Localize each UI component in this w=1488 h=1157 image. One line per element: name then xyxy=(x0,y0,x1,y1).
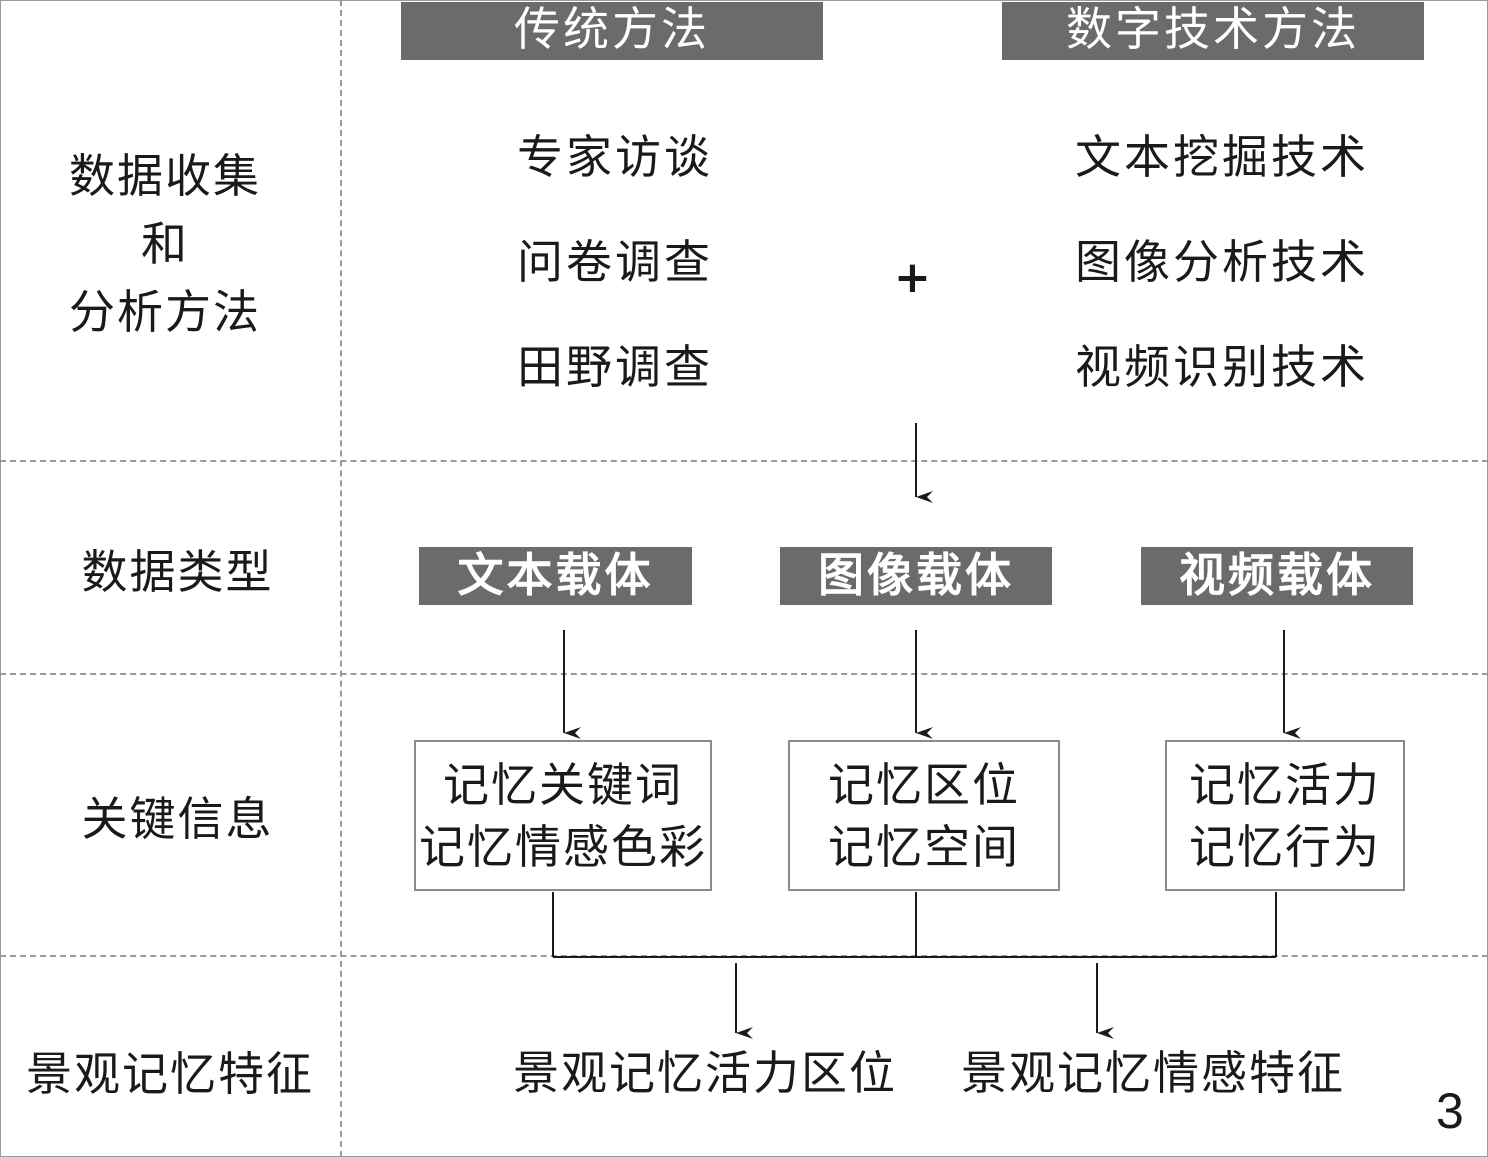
header-traditional-methods: 传统方法 xyxy=(401,2,823,60)
key-info-image-line-2: 记忆空间 xyxy=(828,820,1020,874)
row-divider-1 xyxy=(0,460,1488,462)
method-questionnaire: 问卷调查 xyxy=(517,235,713,289)
method-expert-interview: 专家访谈 xyxy=(517,130,713,184)
plus-icon: + xyxy=(894,252,931,303)
row-label-methods: 数据收集 和 分析方法 xyxy=(40,142,290,346)
key-info-video: 记忆活力 记忆行为 xyxy=(1165,740,1405,891)
key-info-image-line-1: 记忆区位 xyxy=(828,758,1020,812)
key-info-text: 记忆关键词 记忆情感色彩 xyxy=(414,740,712,891)
row-label-data-types: 数据类型 xyxy=(81,545,274,599)
row-divider-2 xyxy=(0,673,1488,675)
row-label-methods-line-1: 数据收集 xyxy=(69,149,261,203)
row-label-key-info: 关键信息 xyxy=(81,792,274,846)
method-text-mining: 文本挖掘技术 xyxy=(1075,130,1369,184)
feature-vitality-location: 景观记忆活力区位 xyxy=(513,1046,897,1100)
data-type-image: 图像载体 xyxy=(780,547,1052,605)
page-number: 3 xyxy=(1436,1083,1464,1139)
method-field-survey: 田野调查 xyxy=(517,340,713,394)
data-type-text: 文本载体 xyxy=(419,547,692,605)
row-label-features: 景观记忆特征 xyxy=(26,1047,314,1101)
row-label-methods-line-3: 分析方法 xyxy=(69,285,261,339)
method-image-analysis: 图像分析技术 xyxy=(1075,235,1369,289)
column-divider xyxy=(340,0,342,1157)
method-video-recognition: 视频识别技术 xyxy=(1075,340,1369,394)
data-type-video: 视频载体 xyxy=(1141,547,1413,605)
row-label-methods-line-2: 和 xyxy=(141,217,189,271)
header-digital-methods: 数字技术方法 xyxy=(1002,2,1424,60)
key-info-video-line-1: 记忆活力 xyxy=(1189,758,1381,812)
feature-emotion: 景观记忆情感特征 xyxy=(961,1046,1345,1100)
key-info-text-line-2: 记忆情感色彩 xyxy=(419,820,707,874)
key-info-video-line-2: 记忆行为 xyxy=(1189,820,1381,874)
key-info-image: 记忆区位 记忆空间 xyxy=(788,740,1060,891)
key-info-text-line-1: 记忆关键词 xyxy=(443,758,683,812)
